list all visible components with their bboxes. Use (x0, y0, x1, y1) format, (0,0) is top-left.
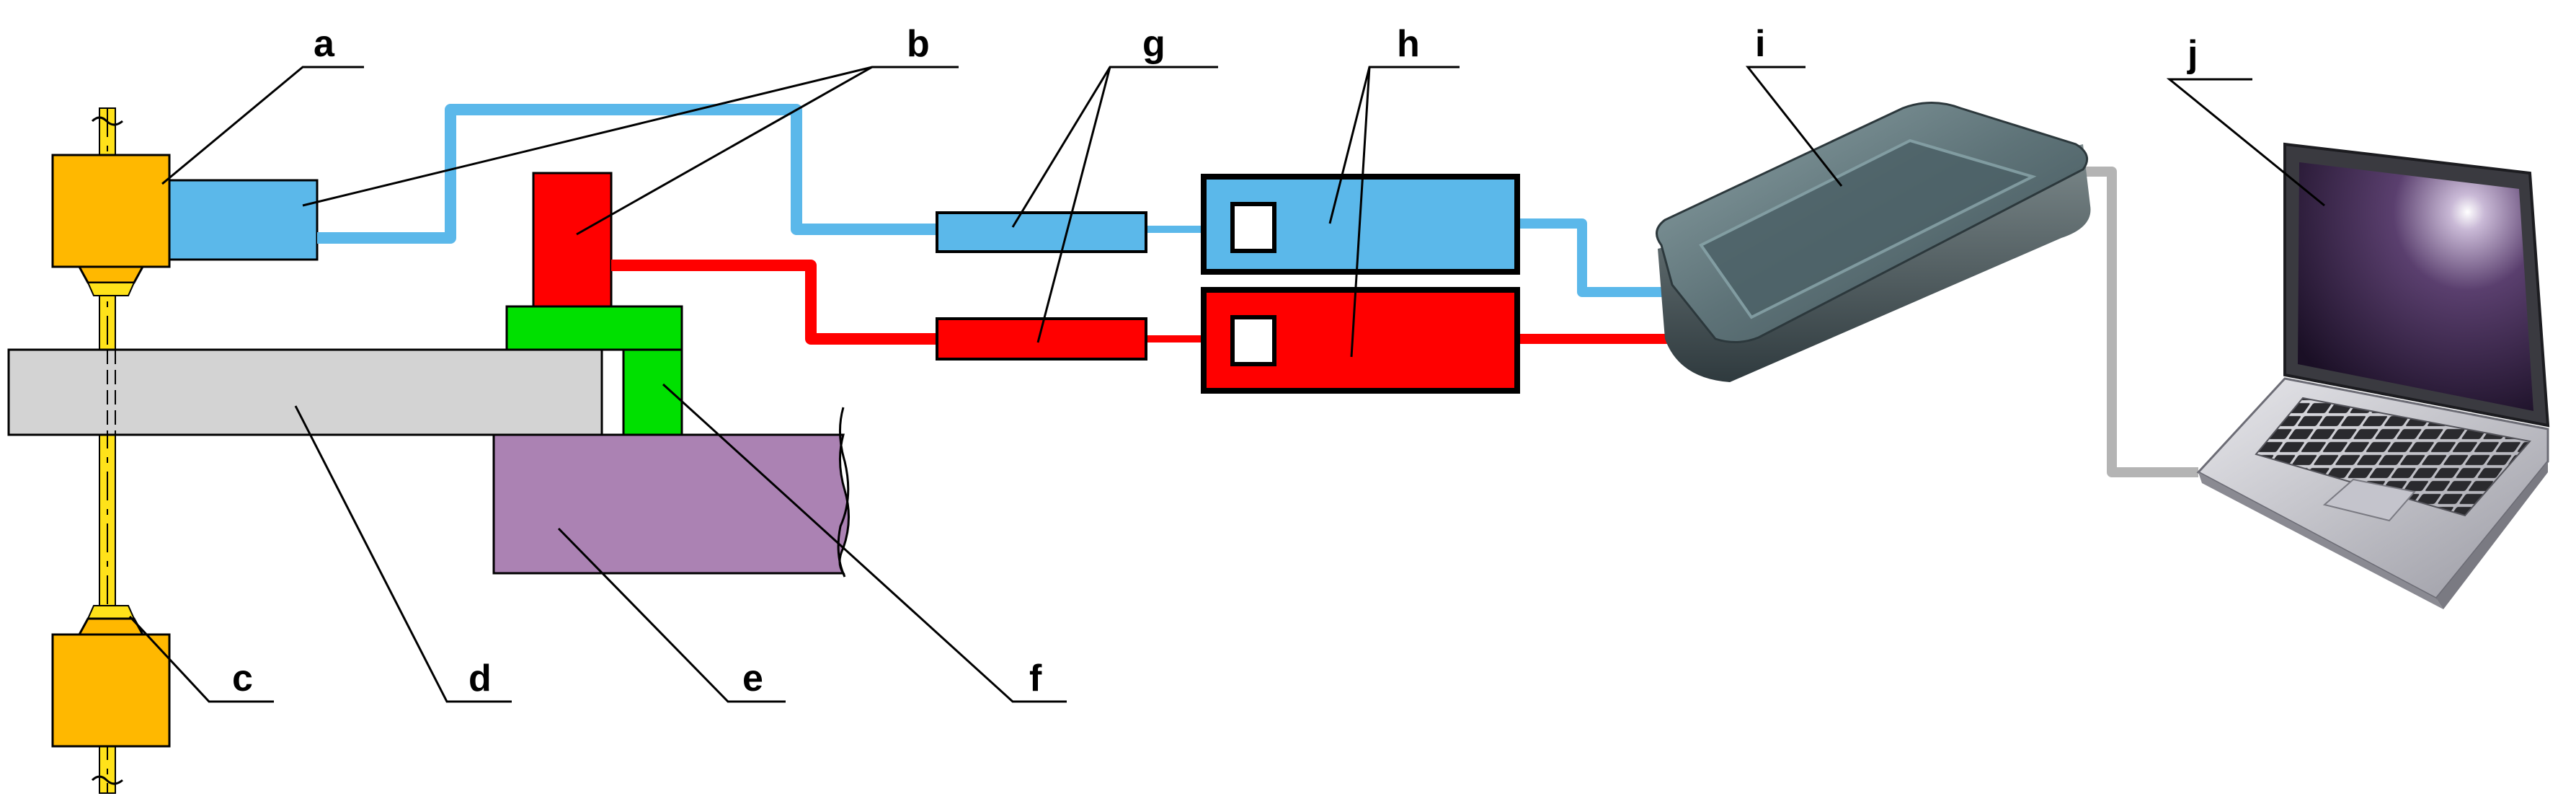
leader-lines (128, 66, 2325, 703)
label-e: e (742, 658, 763, 699)
blue-connector (936, 211, 1147, 253)
amplifiers (1201, 174, 1520, 394)
label-f: f (1029, 658, 1042, 699)
specimen-bar (7, 348, 603, 436)
label-i: i (1755, 23, 1765, 65)
daq-box-icon (1656, 102, 2091, 382)
label-d: d (468, 658, 492, 699)
connectors (936, 211, 1147, 361)
lower-clamp (51, 633, 171, 748)
blue-cable (317, 104, 937, 244)
label-b: b (907, 23, 930, 65)
label-c: c (232, 658, 253, 699)
label-h: h (1397, 23, 1420, 65)
laptop-icon (2196, 142, 2550, 609)
label-j: j (2187, 33, 2198, 75)
label-a: a (314, 23, 335, 65)
labels: a b c d e f g h i j (232, 23, 2198, 699)
upper-sensor (168, 179, 319, 261)
upper-clamp (51, 154, 171, 268)
red-cable (611, 260, 937, 345)
lower-sensor (532, 172, 613, 308)
green-holder-top (505, 305, 683, 351)
mechanical-assembly (7, 107, 850, 794)
label-g: g (1142, 23, 1165, 65)
